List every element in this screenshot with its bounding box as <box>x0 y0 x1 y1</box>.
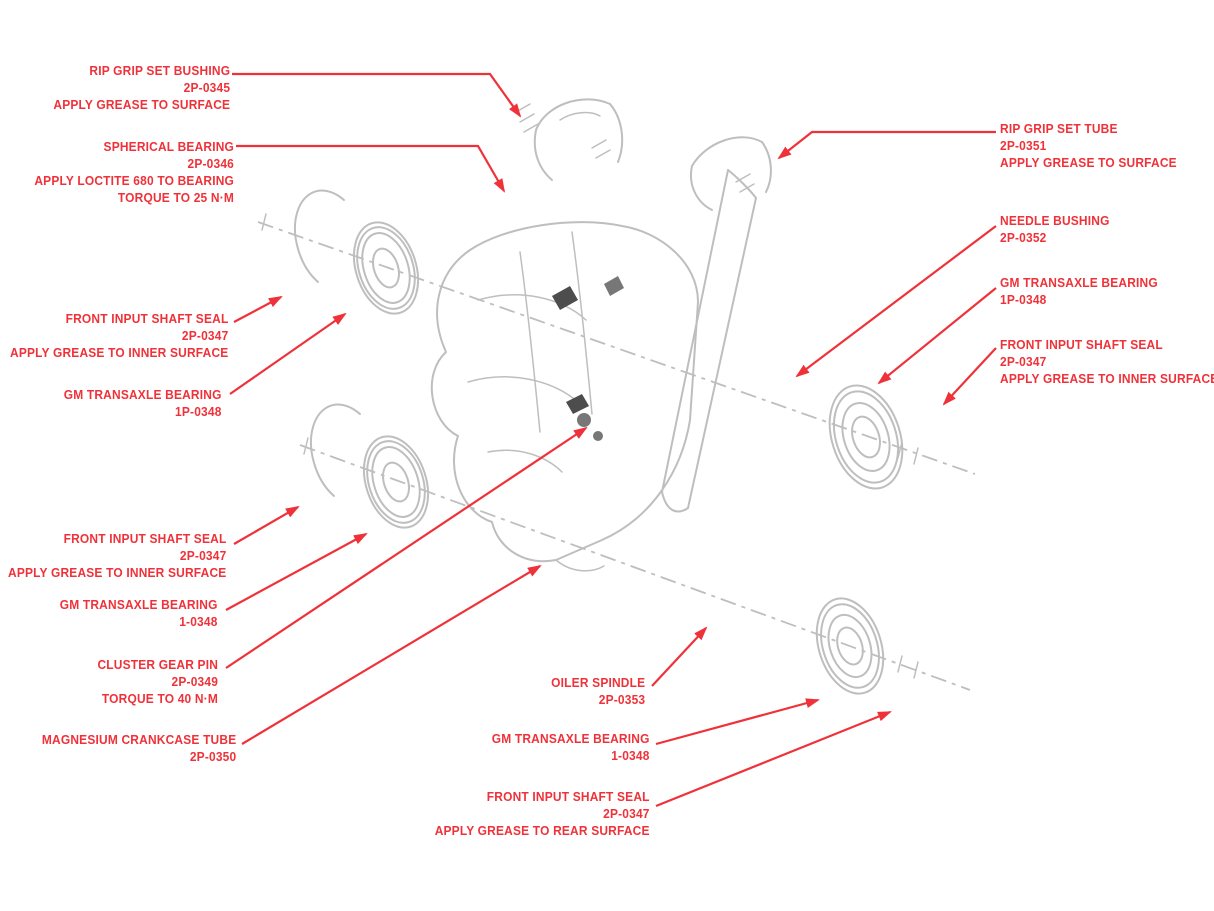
label-line: OILER SPINDLE <box>550 675 645 690</box>
label-line: 2P-0347 <box>603 806 650 821</box>
leader-line-c7 <box>225 426 588 669</box>
callout-front-seal-upper-left: FRONT INPUT SHAFT SEAL 2P-0347 APPLY GRE… <box>10 310 228 361</box>
callout-front-seal-upper-right: FRONT INPUT SHAFT SEAL 2P-0347 APPLY GRE… <box>1000 336 1214 387</box>
leader-line-r4 <box>942 347 997 406</box>
callout-crankcase-tube: MAGNESIUM CRANKCASE TUBE 2P-0350 <box>42 731 236 765</box>
leader-line-b2 <box>655 698 820 746</box>
label-line: 1-0348 <box>179 614 218 629</box>
leader-line-b1 <box>651 626 708 687</box>
label-line: 2P-0352 <box>1000 230 1047 245</box>
label-line: GM TRANSAXLE BEARING <box>492 731 650 746</box>
leader-lines <box>225 72 997 808</box>
leader-line-r1 <box>777 130 996 160</box>
callout-bearing-lower-left: GM TRANSAXLE BEARING 1-0348 <box>60 596 218 630</box>
label-line: FRONT INPUT SHAFT SEAL <box>63 531 226 546</box>
leader-line-r2 <box>795 225 997 378</box>
bearing-lower-left <box>362 435 430 529</box>
label-line: APPLY GREASE TO INNER SURFACE <box>1000 371 1214 386</box>
label-line: GM TRANSAXLE BEARING <box>60 597 218 612</box>
label-line: GM TRANSAXLE BEARING <box>1000 275 1158 290</box>
label-line: RIP GRIP SET TUBE <box>1000 121 1118 136</box>
label-line: 2P-0350 <box>189 749 236 764</box>
leader-line-c5 <box>233 505 300 545</box>
callout-bearing-upper-left: GM TRANSAXLE BEARING 1P-0348 <box>64 386 222 420</box>
leader-line-r3 <box>877 287 997 385</box>
label-line: FRONT INPUT SHAFT SEAL <box>1000 337 1163 352</box>
label-line: FRONT INPUT SHAFT SEAL <box>487 789 650 804</box>
bearing-lower-right <box>815 597 885 695</box>
label-line: MAGNESIUM CRANKCASE TUBE <box>41 732 236 747</box>
label-line: 2P-0347 <box>181 328 228 343</box>
label-line: 2P-0347 <box>179 548 226 563</box>
label-line: APPLY GREASE TO REAR SURFACE <box>435 823 650 838</box>
label-line: APPLY GREASE TO SURFACE <box>53 97 230 112</box>
label-line: TORQUE TO 25 N·M <box>117 190 234 205</box>
callout-spherical-bearing: SPHERICAL BEARING 2P-0346 APPLY LOCTITE … <box>34 138 234 206</box>
callout-cluster-gear-pin: CLUSTER GEAR PIN 2P-0349 TORQUE TO 40 N·… <box>97 656 218 707</box>
label-line: APPLY GREASE TO INNER SURFACE <box>7 565 226 580</box>
center-axes <box>257 213 976 691</box>
bearing-upper-left <box>352 221 420 315</box>
leader-line-c2 <box>236 144 506 193</box>
crankcase-housing <box>430 98 772 572</box>
callout-bearing-upper-right: GM TRANSAXLE BEARING 1P-0348 <box>1000 274 1158 308</box>
leader-line-b3 <box>655 710 892 808</box>
label-line: APPLY GREASE TO SURFACE <box>1000 155 1177 170</box>
leader-line-c8 <box>241 564 542 745</box>
callout-rip-grip-tube: RIP GRIP SET TUBE 2P-0351 APPLY GREASE T… <box>1000 120 1177 171</box>
callout-front-seal-lower-right: FRONT INPUT SHAFT SEAL 2P-0347 APPLY GRE… <box>435 788 650 839</box>
label-line: 1-0348 <box>611 748 650 763</box>
label-line: 2P-0347 <box>1000 354 1047 369</box>
label-line: 2P-0351 <box>1000 138 1047 153</box>
label-line: CLUSTER GEAR PIN <box>97 657 218 672</box>
callout-front-seal-lower-left: FRONT INPUT SHAFT SEAL 2P-0347 APPLY GRE… <box>8 530 226 581</box>
label-line: 1P-0348 <box>1000 292 1047 307</box>
label-line: RIP GRIP SET BUSHING <box>89 63 230 78</box>
label-line: 2P-0349 <box>171 674 218 689</box>
leader-line-c6 <box>225 533 368 611</box>
leader-line-c4 <box>229 312 347 395</box>
label-line: TORQUE TO 40 N·M <box>101 691 218 706</box>
label-line: GM TRANSAXLE BEARING <box>64 387 222 402</box>
label-line: APPLY LOCTITE 680 TO BEARING <box>34 173 234 188</box>
label-line: SPHERICAL BEARING <box>103 139 234 154</box>
label-line: 1P-0348 <box>175 404 222 419</box>
label-line: 2P-0345 <box>183 80 230 95</box>
label-line: FRONT INPUT SHAFT SEAL <box>65 311 228 326</box>
label-line: NEEDLE BUSHING <box>1000 213 1110 228</box>
retaining-rings <box>294 189 361 497</box>
label-line: 2P-0353 <box>598 692 645 707</box>
label-line: 2P-0346 <box>187 156 234 171</box>
callout-bearing-lower-right: GM TRANSAXLE BEARING 1-0348 <box>492 730 650 764</box>
label-line: APPLY GREASE TO INNER SURFACE <box>9 345 228 360</box>
leader-line-c1 <box>232 72 522 118</box>
callout-needle-bushing: NEEDLE BUSHING 2P-0352 <box>1000 212 1110 246</box>
callout-oiler-spindle: OILER SPINDLE 2P-0353 <box>551 674 645 708</box>
bearing-upper-right <box>828 384 904 490</box>
leader-line-c3 <box>233 296 283 323</box>
callout-rip-grip-bushing: RIP GRIP SET BUSHING 2P-0345 APPLY GREAS… <box>53 62 230 113</box>
